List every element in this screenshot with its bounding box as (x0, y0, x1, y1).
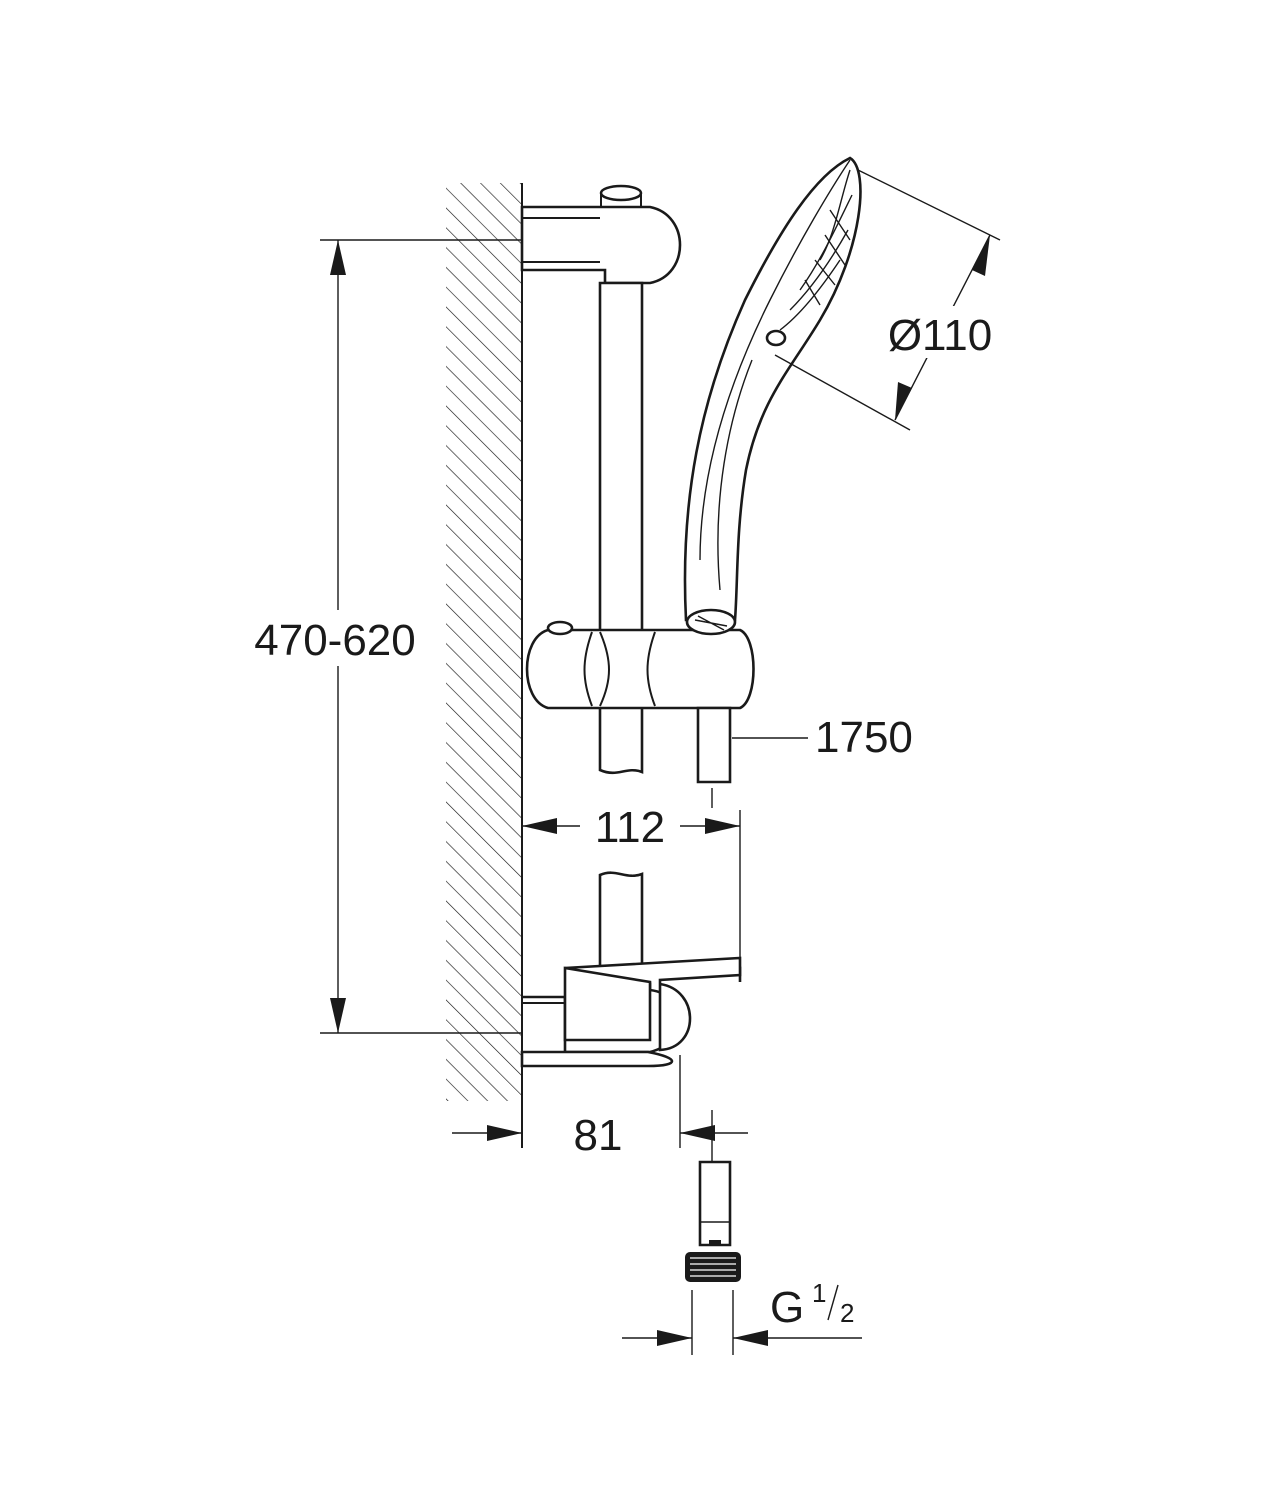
wall (446, 183, 523, 1148)
height-dimension: 470-620 (240, 239, 522, 1034)
diameter-dimension: Ø110 (774, 169, 1010, 431)
upper-wall-bracket (520, 184, 682, 285)
hand-shower (683, 156, 862, 636)
thread-numerator: 1 (812, 1278, 826, 1308)
hose-length-callout: 1750 (732, 713, 913, 762)
thread-denominator: 2 (840, 1298, 854, 1328)
slider-holder (525, 620, 755, 784)
thread-label-g: G (770, 1283, 804, 1332)
diameter-label: Ø110 (888, 311, 992, 360)
rail-tube-lower (598, 871, 644, 970)
wall-offset-dimension: 81 (452, 1055, 748, 1162)
hose-length-label: 1750 (815, 713, 913, 762)
depth-label: 112 (595, 803, 665, 852)
thread-dimension: G 1 2 (622, 1278, 862, 1355)
hose-connector (685, 1160, 741, 1282)
wall-offset-label: 81 (574, 1111, 623, 1160)
depth-dimension: 112 (522, 788, 741, 960)
soap-dish (520, 956, 742, 1068)
height-dimension-label: 470-620 (254, 616, 415, 665)
